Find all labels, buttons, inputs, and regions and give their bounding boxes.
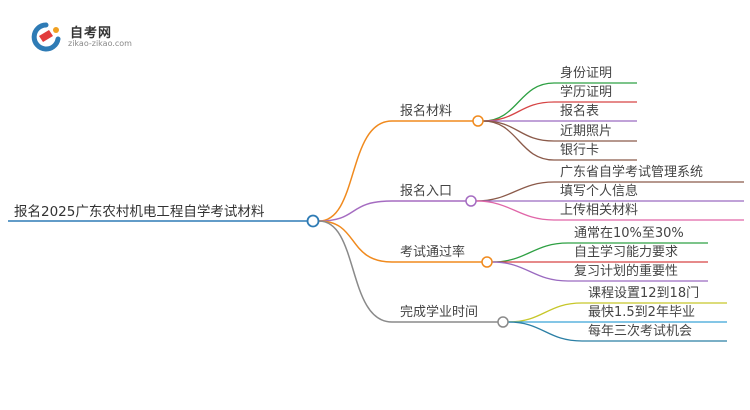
branch-connector-2 [318,220,482,263]
branch-connector-3 [318,220,498,323]
branch-label-3: 完成学业时间 [400,305,479,320]
branch-node-2[interactable] [481,256,493,268]
root-node-label: 报名2025广东农村机电工程自学考试材料 [14,204,265,220]
leaf-label-2-2: 复习计划的重要性 [574,264,679,279]
branch-node-0[interactable] [472,115,484,127]
logo-title: 自考网 [70,26,113,41]
leaf-label-3-2: 每年三次考试机会 [588,324,693,339]
leaf-label-0-1: 学历证明 [560,85,613,100]
leaf-connector-0-4 [482,120,637,161]
leaf-label-1-1: 填写个人信息 [560,184,639,199]
leaf-connector-3-2 [507,321,727,342]
leaf-label-2-0: 通常在10%至30% [574,226,684,241]
leaf-label-0-2: 报名表 [560,104,600,119]
branch-label-0: 报名材料 [400,104,453,119]
leaf-label-1-0: 广东省自学考试管理系统 [560,165,704,180]
leaf-connector-1-0 [475,181,744,202]
leaf-connector-2-0 [491,242,708,263]
root-node[interactable] [306,214,320,228]
leaf-label-0-4: 银行卡 [560,143,600,158]
leaf-connector-0-1 [482,101,637,122]
logo-subtitle: zikao-zikao.com [68,39,132,48]
leaf-connector-2-2 [491,261,708,282]
branch-node-1[interactable] [465,195,477,207]
leaf-label-3-0: 课程设置12到18门 [588,286,700,301]
leaf-label-3-1: 最快1.5到2年毕业 [588,305,695,320]
branch-node-3[interactable] [497,316,509,328]
branch-label-1: 报名入口 [400,184,453,199]
leaf-label-0-3: 近期照片 [560,124,613,139]
leaf-connector-3-0 [507,302,727,323]
branch-connector-0 [318,120,473,222]
logo-icon [31,22,61,52]
leaf-label-2-1: 自主学习能力要求 [574,245,679,260]
leaf-label-0-0: 身份证明 [560,66,613,81]
leaf-connector-1-2 [475,200,744,221]
branch-label-2: 考试通过率 [400,245,466,260]
leaf-label-1-2: 上传相关材料 [560,203,639,218]
site-logo[interactable]: 自考网 zikao-zikao.com [30,20,140,54]
leaf-connector-0-0 [482,82,637,122]
branch-connector-1 [318,200,466,222]
